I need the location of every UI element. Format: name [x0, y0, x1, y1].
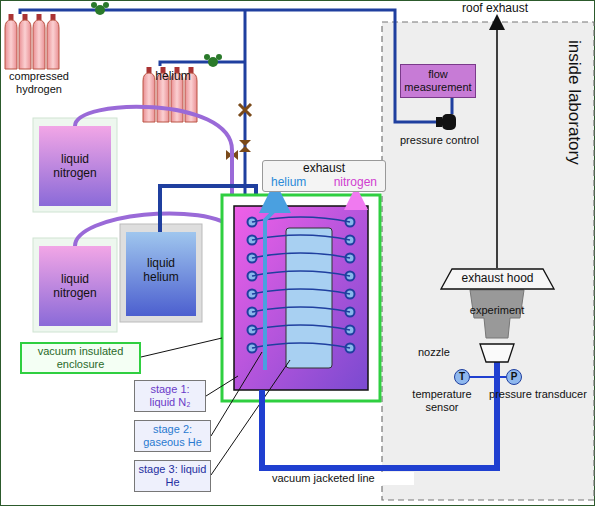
- node-text: inside laboratory: [564, 40, 584, 165]
- gas-cylinders: [5, 14, 197, 122]
- node-text: P: [511, 371, 518, 383]
- dewar-label: liquid helium: [130, 254, 192, 288]
- node-text: T: [459, 371, 465, 383]
- experiment-label: experiment: [466, 304, 528, 317]
- device-label: pressure control: [400, 134, 492, 147]
- node-text: exhaust: [263, 162, 385, 176]
- gas-label: compressed hydrogen: [2, 70, 76, 95]
- node-text: liquid helium: [130, 257, 192, 285]
- gas-label: helium: [150, 70, 196, 84]
- sensor-label: pressure transducer: [486, 388, 590, 401]
- sensor-label: temperature sensor: [404, 388, 480, 413]
- node-text: stage 3: liquid He: [138, 463, 207, 488]
- nozzle: nozzle: [418, 342, 516, 364]
- laboratory-region: inside laboratory flow measurement exhaust…: [382, 22, 594, 500]
- callout-box: stage 2: gaseous He: [134, 420, 211, 452]
- flow-meter-box: flow measurement: [400, 64, 476, 98]
- signal-line: [470, 376, 506, 378]
- dewar-label: liquid nitrogen: [45, 150, 105, 184]
- node-text: stage 1: liquid N₂: [138, 383, 202, 408]
- roof-exhaust-label: roof exhaust: [440, 2, 550, 16]
- node-text: vacuum insulated enclosure: [26, 345, 135, 370]
- temperature-sensor: T: [454, 369, 470, 385]
- pressure-transducer: P: [506, 369, 522, 385]
- callout-box: vacuum insulated enclosure: [20, 342, 141, 374]
- node-text: nitrogen: [334, 176, 377, 190]
- node-text: flow measurement: [404, 68, 472, 93]
- exhaust-hood: exhaust hood: [440, 268, 555, 290]
- node-text: liquid nitrogen: [45, 153, 105, 181]
- dewar-label: liquid nitrogen: [45, 270, 105, 304]
- line-label: vacuum jacketed line: [270, 472, 414, 485]
- node-text: helium: [271, 176, 306, 190]
- exhaust-box: exhausthelium nitrogen: [262, 160, 386, 192]
- node-text: liquid nitrogen: [45, 273, 105, 301]
- callout-box: stage 1: liquid N₂: [134, 380, 206, 412]
- node-text: stage 2: gaseous He: [138, 423, 207, 448]
- node-text: nozzle: [418, 346, 450, 359]
- node-text: exhaust hood: [461, 272, 533, 286]
- callout-box: stage 3: liquid He: [134, 460, 211, 492]
